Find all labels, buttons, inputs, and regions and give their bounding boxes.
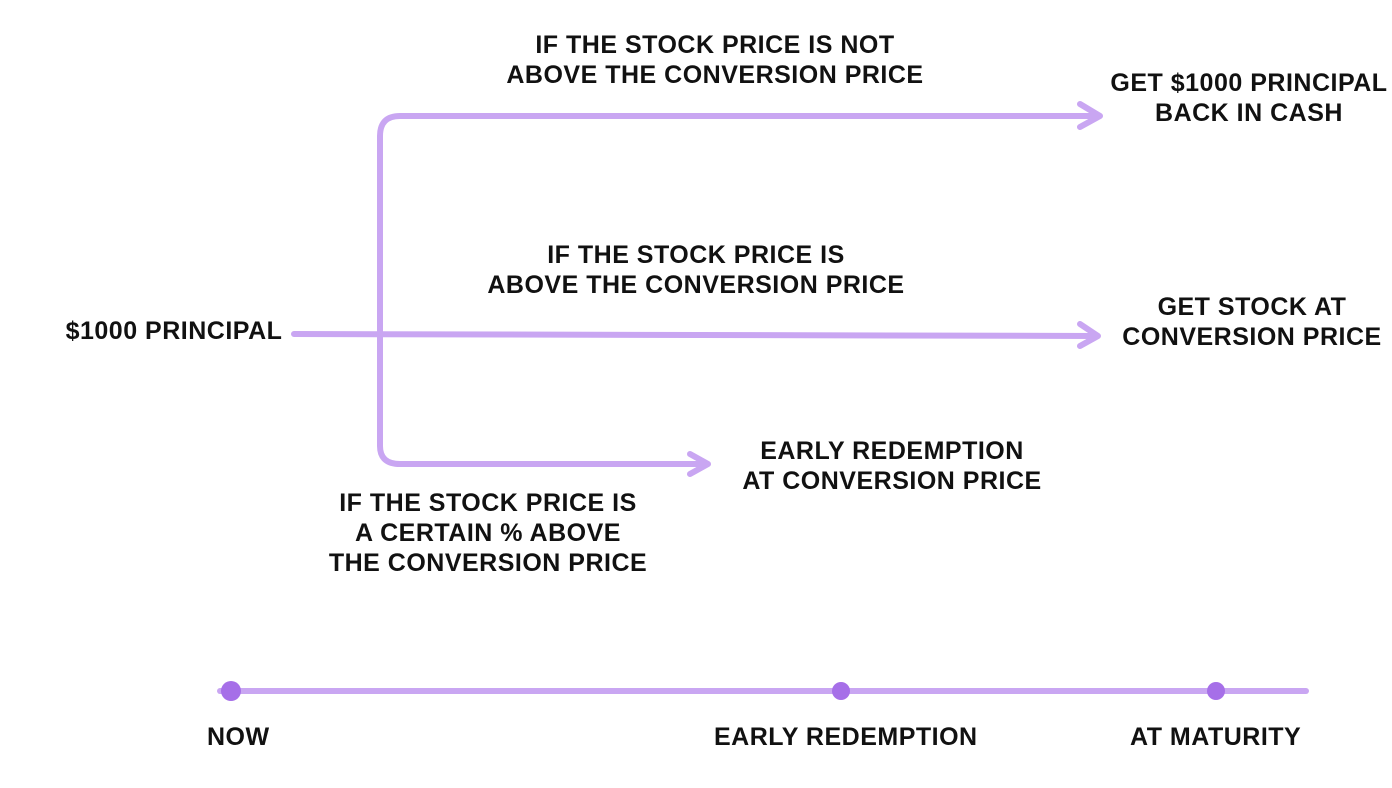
- main-arrow-head: [1077, 321, 1101, 349]
- condition-not-above-line-1: IF THE STOCK PRICE IS NOT: [535, 31, 895, 59]
- start-principal-text: $1000 PRINCIPAL: [65, 317, 283, 345]
- bottom-arrow-head: [687, 451, 711, 477]
- condition-not-above-label: IF THE STOCK PRICE IS NOT ABOVE THE CONV…: [470, 30, 960, 90]
- timeline-label-now: NOW: [207, 723, 270, 751]
- start-principal-label: $1000 PRINCIPAL: [60, 316, 288, 346]
- timeline-label-early-redemption: EARLY REDEMPTION: [714, 723, 978, 751]
- outcome-stock-line-2: CONVERSION PRICE: [1122, 323, 1382, 351]
- timeline-dot-maturity: [1207, 682, 1225, 700]
- condition-above-label: IF THE STOCK PRICE IS ABOVE THE CONVERSI…: [456, 240, 936, 300]
- condition-above-line-2: ABOVE THE CONVERSION PRICE: [487, 271, 905, 299]
- outcome-cash-line-2: BACK IN CASH: [1155, 99, 1343, 127]
- condition-above-line-1: IF THE STOCK PRICE IS: [547, 241, 845, 269]
- outcome-early-line-1: EARLY REDEMPTION: [760, 437, 1024, 465]
- outcome-cash-line-1: GET $1000 PRINCIPAL: [1110, 69, 1388, 97]
- top-arrow-head: [1077, 101, 1103, 130]
- condition-not-above-line-2: ABOVE THE CONVERSION PRICE: [506, 61, 924, 89]
- outcome-early-redemption-label: EARLY REDEMPTION AT CONVERSION PRICE: [720, 436, 1064, 496]
- outcome-cash-label: GET $1000 PRINCIPAL BACK IN CASH: [1104, 68, 1392, 128]
- condition-early-line-2: A CERTAIN % ABOVE: [355, 519, 621, 547]
- main-arrow-line: [291, 331, 1099, 339]
- outcome-stock-line-1: GET STOCK AT: [1157, 293, 1347, 321]
- condition-early-line-3: THE CONVERSION PRICE: [328, 549, 648, 577]
- branch-connector-line: [377, 113, 1101, 467]
- condition-early-label: IF THE STOCK PRICE IS A CERTAIN % ABOVE …: [300, 488, 676, 578]
- outcome-stock-label: GET STOCK AT CONVERSION PRICE: [1112, 292, 1392, 352]
- timeline-dot-early-redemption: [832, 682, 850, 700]
- outcome-early-line-2: AT CONVERSION PRICE: [742, 467, 1042, 495]
- timeline-dot-now: [221, 681, 241, 701]
- condition-early-line-1: IF THE STOCK PRICE IS: [339, 489, 637, 517]
- timeline-label-maturity: AT MATURITY: [1130, 723, 1302, 751]
